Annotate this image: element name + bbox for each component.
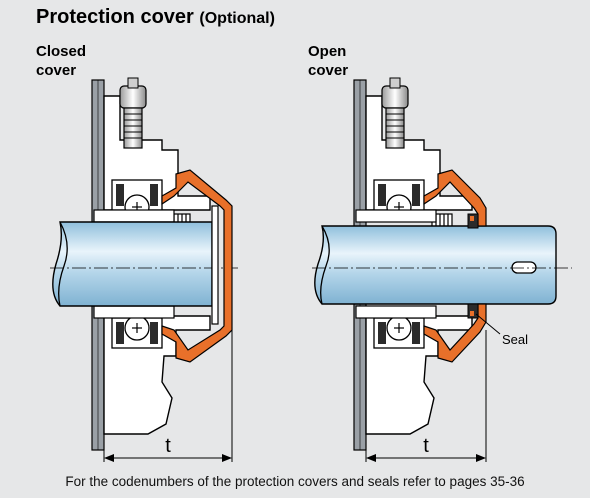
closed-cover-label: Closed cover: [36, 42, 86, 80]
closed-cover-label-line2: cover: [36, 62, 77, 79]
open-cover-label: Open cover: [308, 42, 348, 80]
title-main: Protection cover: [36, 6, 194, 28]
seal-label: Seal: [502, 332, 528, 347]
open-cover-label-line2: cover: [308, 62, 349, 79]
closed-cover-label-line1: Closed: [36, 43, 87, 60]
closed-dimension-t: t: [165, 435, 171, 457]
title-optional: (Optional): [199, 10, 275, 27]
figure-title: Protection cover (Optional): [36, 6, 275, 29]
figure-caption: For the codenumbers of the protection co…: [65, 474, 525, 489]
open-cover-assembly: [312, 77, 572, 462]
open-dimension-t: t: [423, 435, 429, 457]
closed-cover-assembly: [50, 77, 238, 462]
open-cover-label-line1: Open: [308, 43, 347, 60]
